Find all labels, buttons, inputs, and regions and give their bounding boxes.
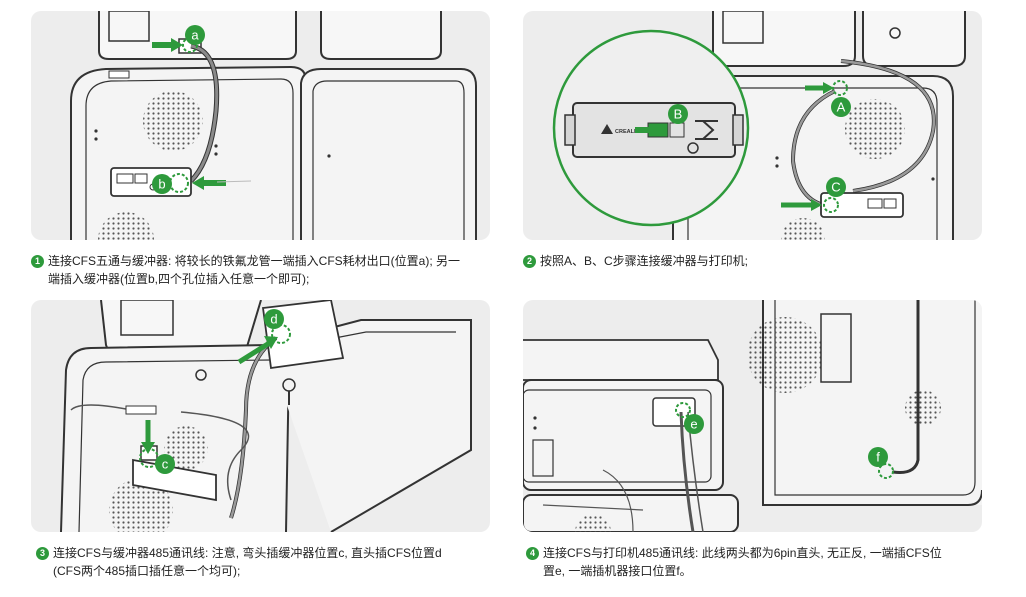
callout-c: c [162,457,169,472]
step-number-badge: 1 [31,255,44,268]
callout-f: f [876,450,880,465]
cfs-buffer-485-cable-drawing: c d [60,300,472,532]
callout-d: d [270,312,277,327]
callout-A: A [837,100,846,115]
step-1-illustration: a b [31,11,490,240]
step-number-badge: 2 [523,255,536,268]
step-4-caption: 4 连接CFS与打印机485通讯线: 此线两头都为6pin直头, 无正反, 一端插… [526,544,942,580]
callout-e: e [690,417,697,432]
step-2-illustration: A C CREALITY B [523,11,982,240]
step-1-caption: 1 连接CFS五通与缓冲器: 将较长的铁氟龙管一端插入CFS耗材出口(位置a); … [31,252,460,288]
step-1-caption-line-2: 端插入缓冲器(位置b,四个孔位插入任意一个即可); [48,272,310,286]
creality-logo-icon [601,124,613,134]
step-3-caption: 3 连接CFS与缓冲器485通讯线: 注意, 弯头插缓冲器位置c, 直头插CFS位… [36,544,442,580]
callout-B: B [674,107,683,122]
step-4-caption-line-1: 连接CFS与打印机485通讯线: 此线两头都为6pin直头, 无正反, 一端插C… [543,546,942,560]
step-3-illustration: c d [31,300,490,532]
buffer-printer-connection-drawing: A C CREALITY B [552,11,966,240]
step-3-caption-line-2: (CFS两个485插口插任意一个均可); [53,564,241,578]
step-4-caption-line-2: 置e, 一端插机器接口位置f。 [543,564,692,578]
step-number-badge: 4 [526,547,539,560]
step-4-illustration: e f [523,300,982,532]
step-number-badge: 3 [36,547,49,560]
callout-a: a [191,28,199,43]
cfs-buffer-connection-drawing: a b [70,11,477,240]
step-1-caption-line-1: 连接CFS五通与缓冲器: 将较长的铁氟龙管一端插入CFS耗材出口(位置a); 另… [48,254,461,268]
step-2-caption-line-1: 按照A、B、C步骤连接缓冲器与打印机; [540,254,749,268]
cfs-printer-485-cable-drawing: e f [523,300,982,532]
callout-b: b [158,177,165,192]
step-2-caption: 2 按照A、B、C步骤连接缓冲器与打印机; [523,252,748,270]
creality-logo-text: CREALITY [615,129,643,135]
callout-C: C [831,180,840,195]
step-3-caption-line-1: 连接CFS与缓冲器485通讯线: 注意, 弯头插缓冲器位置c, 直头插CFS位置… [53,546,442,560]
